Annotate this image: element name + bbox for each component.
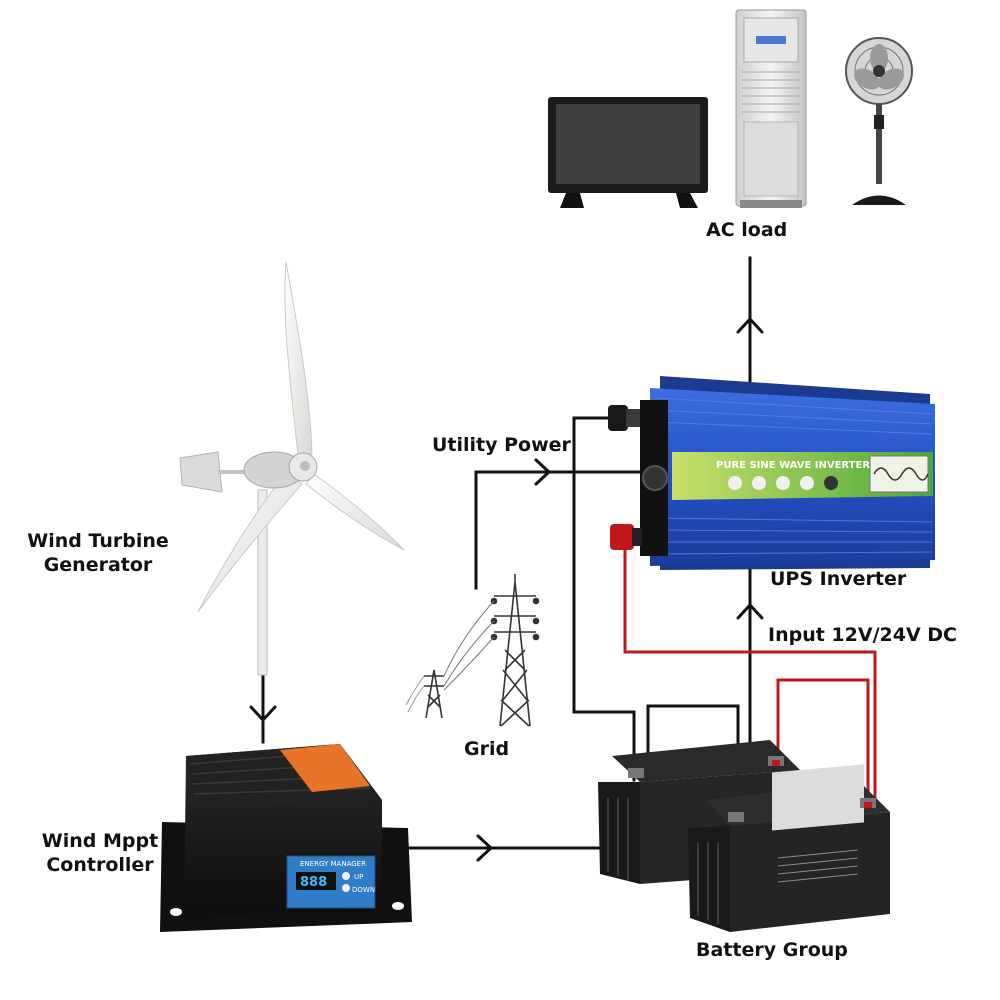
wire-positive-bridge [776, 678, 870, 802]
arrow-up-inverter [736, 603, 764, 620]
inverter-negative-terminal [608, 405, 640, 431]
ups-inverter: PURE SINE WAVE INVERTER [608, 376, 935, 570]
wire-positive-inverter [623, 546, 877, 802]
arrow-right-utility [534, 458, 551, 486]
arrows [249, 317, 764, 862]
label-grid: Grid [464, 738, 510, 760]
label-utility-power: Utility Power [432, 434, 571, 456]
label-wind-turbine-generator: Wind Turbine Generator [18, 529, 178, 577]
inverter-panel-icons [728, 476, 838, 490]
controller-down-label: DOWN [352, 886, 375, 894]
label-ac-load: AC load [706, 219, 788, 241]
battery-group [598, 740, 890, 932]
wires [261, 256, 877, 850]
controller-up-label: UP [354, 873, 363, 881]
label-controller-line1: Wind Mppt [41, 830, 159, 852]
wire-negative-inverter [572, 416, 636, 782]
television-icon [548, 97, 708, 208]
controller-display: 888 [300, 875, 327, 890]
wire-grid-to-inverter [474, 470, 652, 590]
arrow-down-controller [249, 705, 277, 722]
arrow-right-battery [476, 834, 493, 862]
label-wind-turbine-line1: Wind Turbine [27, 530, 169, 552]
label-wind-mppt-controller: Wind Mppt Controller [30, 829, 170, 877]
label-wind-turbine-line2: Generator [43, 554, 153, 576]
grid-pylon-icon [405, 574, 540, 727]
stand-fan-icon [845, 37, 913, 205]
label-controller-line2: Controller [46, 854, 154, 876]
air-conditioner-icon [735, 9, 807, 208]
wind-turbine [179, 261, 405, 676]
inverter-panel-text: PURE SINE WAVE INVERTER [716, 460, 870, 471]
label-battery-group: Battery Group [696, 939, 848, 961]
wind-mppt-controller: ENERGY MANAGER 888 UP DOWN [160, 744, 412, 932]
battery-front [688, 764, 890, 932]
label-ups-inverter: UPS Inverter [770, 568, 907, 590]
label-input-dc: Input 12V/24V DC [768, 624, 957, 646]
arrow-up-ac-load [736, 317, 764, 334]
inverter-positive-terminal [610, 524, 642, 550]
ac-load-appliances [548, 9, 913, 208]
controller-panel-text: ENERGY MANAGER [300, 860, 366, 868]
